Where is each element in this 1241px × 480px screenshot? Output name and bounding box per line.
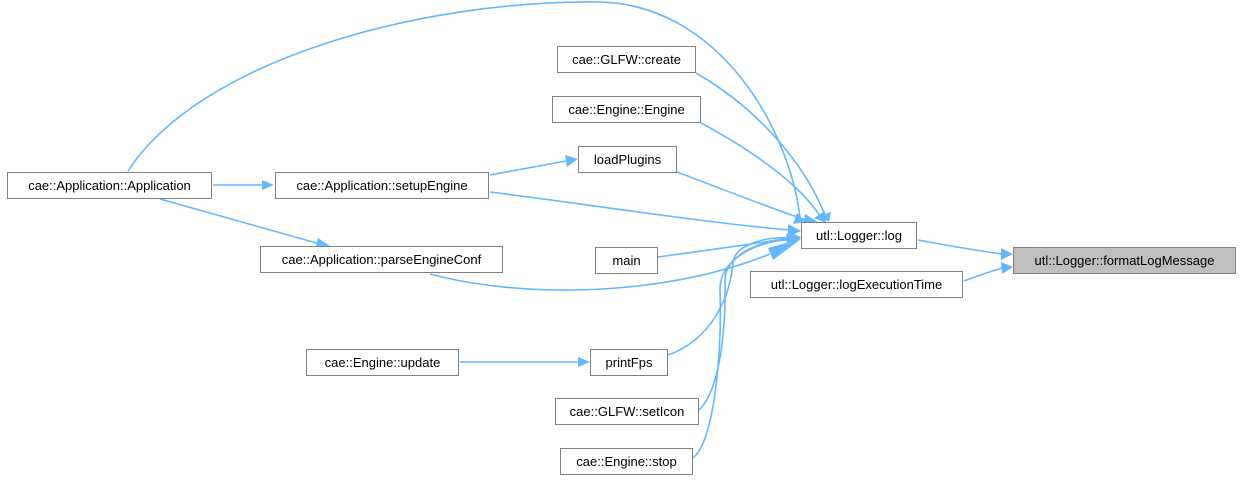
graph-node-applicationApplication[interactable]: cae::Application::Application [7, 172, 212, 199]
graph-node-label: cae::GLFW::setIcon [569, 404, 685, 419]
edge-line [692, 239, 788, 459]
graph-node-engineEngine[interactable]: cae::Engine::Engine [552, 96, 701, 123]
edge-line [489, 160, 567, 176]
edge-line [963, 267, 1003, 282]
edge-arrowhead [565, 155, 578, 167]
edge-arrowhead [1001, 248, 1013, 260]
edge-line [917, 239, 1003, 255]
edge-arrowhead [786, 234, 799, 246]
graph-node-setupEngine[interactable]: cae::Application::setupEngine [275, 172, 489, 199]
edge-line [667, 236, 791, 356]
graph-node-label: main [612, 253, 641, 268]
graph-node-label: cae::GLFW::create [572, 52, 681, 67]
graph-node-label: cae::Application::parseEngineConf [281, 252, 482, 267]
graph-node-glfwCreate[interactable]: cae::GLFW::create [557, 46, 696, 73]
graph-node-main[interactable]: main [595, 247, 658, 274]
graph-node-printFps[interactable]: printFps [590, 349, 668, 376]
edge-line [127, 1, 801, 219]
edge-setupengine-to-loggerlog [489, 191, 801, 237]
edge-arrowhead [1001, 262, 1013, 274]
graph-node-label: cae::Application::Application [28, 178, 191, 193]
graph-node-parseEngineConf[interactable]: cae::Application::parseEngineConf [260, 246, 503, 273]
edge-application-to-parseengineconf [159, 198, 333, 250]
edge-arrowhead [768, 239, 801, 260]
graph-node-label: cae::Engine::stop [576, 454, 677, 469]
graph-node-formatLogMessage[interactable]: utl::Logger::formatLogMessage [1013, 247, 1236, 274]
edge-arrowhead [578, 357, 590, 367]
edge-line [698, 238, 789, 411]
edge-line [695, 72, 826, 216]
graph-node-loadPlugins[interactable]: loadPlugins [578, 146, 677, 173]
graph-node-label: printFps [605, 355, 653, 370]
edge-arrowhead [814, 211, 826, 223]
graph-node-label: loadPlugins [593, 152, 662, 167]
graph-node-engineUpdate[interactable]: cae::Engine::update [306, 349, 459, 376]
graph-node-label: utl::Logger::log [815, 228, 902, 243]
graph-node-engineStop[interactable]: cae::Engine::stop [560, 448, 693, 475]
edge-logexecutiontime-to-formatlogmessage [963, 262, 1013, 282]
edge-arrowhead [262, 180, 274, 190]
edge-glfwcreate-to-loggerlog [695, 72, 831, 222]
edge-line [676, 171, 807, 221]
edge-loggerlog-to-formatlogmessage [917, 239, 1013, 260]
edge-glfwseticon-to-loggerlog [698, 233, 800, 411]
graph-node-label: utl::Logger::formatLogMessage [1034, 253, 1215, 268]
edge-engineengine-to-loggerlog [700, 122, 826, 223]
edge-enginestop-to-loggerlog [692, 234, 799, 459]
graph-node-label: utl::Logger::logExecutionTime [770, 277, 943, 292]
edge-setupengine-to-loadplugins [489, 155, 578, 176]
graph-node-label: cae::Engine::Engine [568, 102, 685, 117]
edge-line [159, 198, 321, 245]
edge-line [700, 122, 821, 217]
graph-node-label: cae::Application::setupEngine [296, 178, 468, 193]
graph-node-loggerLog[interactable]: utl::Logger::log [801, 222, 917, 249]
edge-line [489, 191, 790, 231]
graph-node-label: cae::Engine::update [324, 355, 441, 370]
graph-node-logExecutionTime[interactable]: utl::Logger::logExecutionTime [750, 271, 963, 298]
edge-application-to-setupengine [213, 180, 274, 190]
graph-node-glfwSetIcon[interactable]: cae::GLFW::setIcon [555, 398, 699, 425]
edge-engineupdate-to-printfps [460, 357, 590, 367]
